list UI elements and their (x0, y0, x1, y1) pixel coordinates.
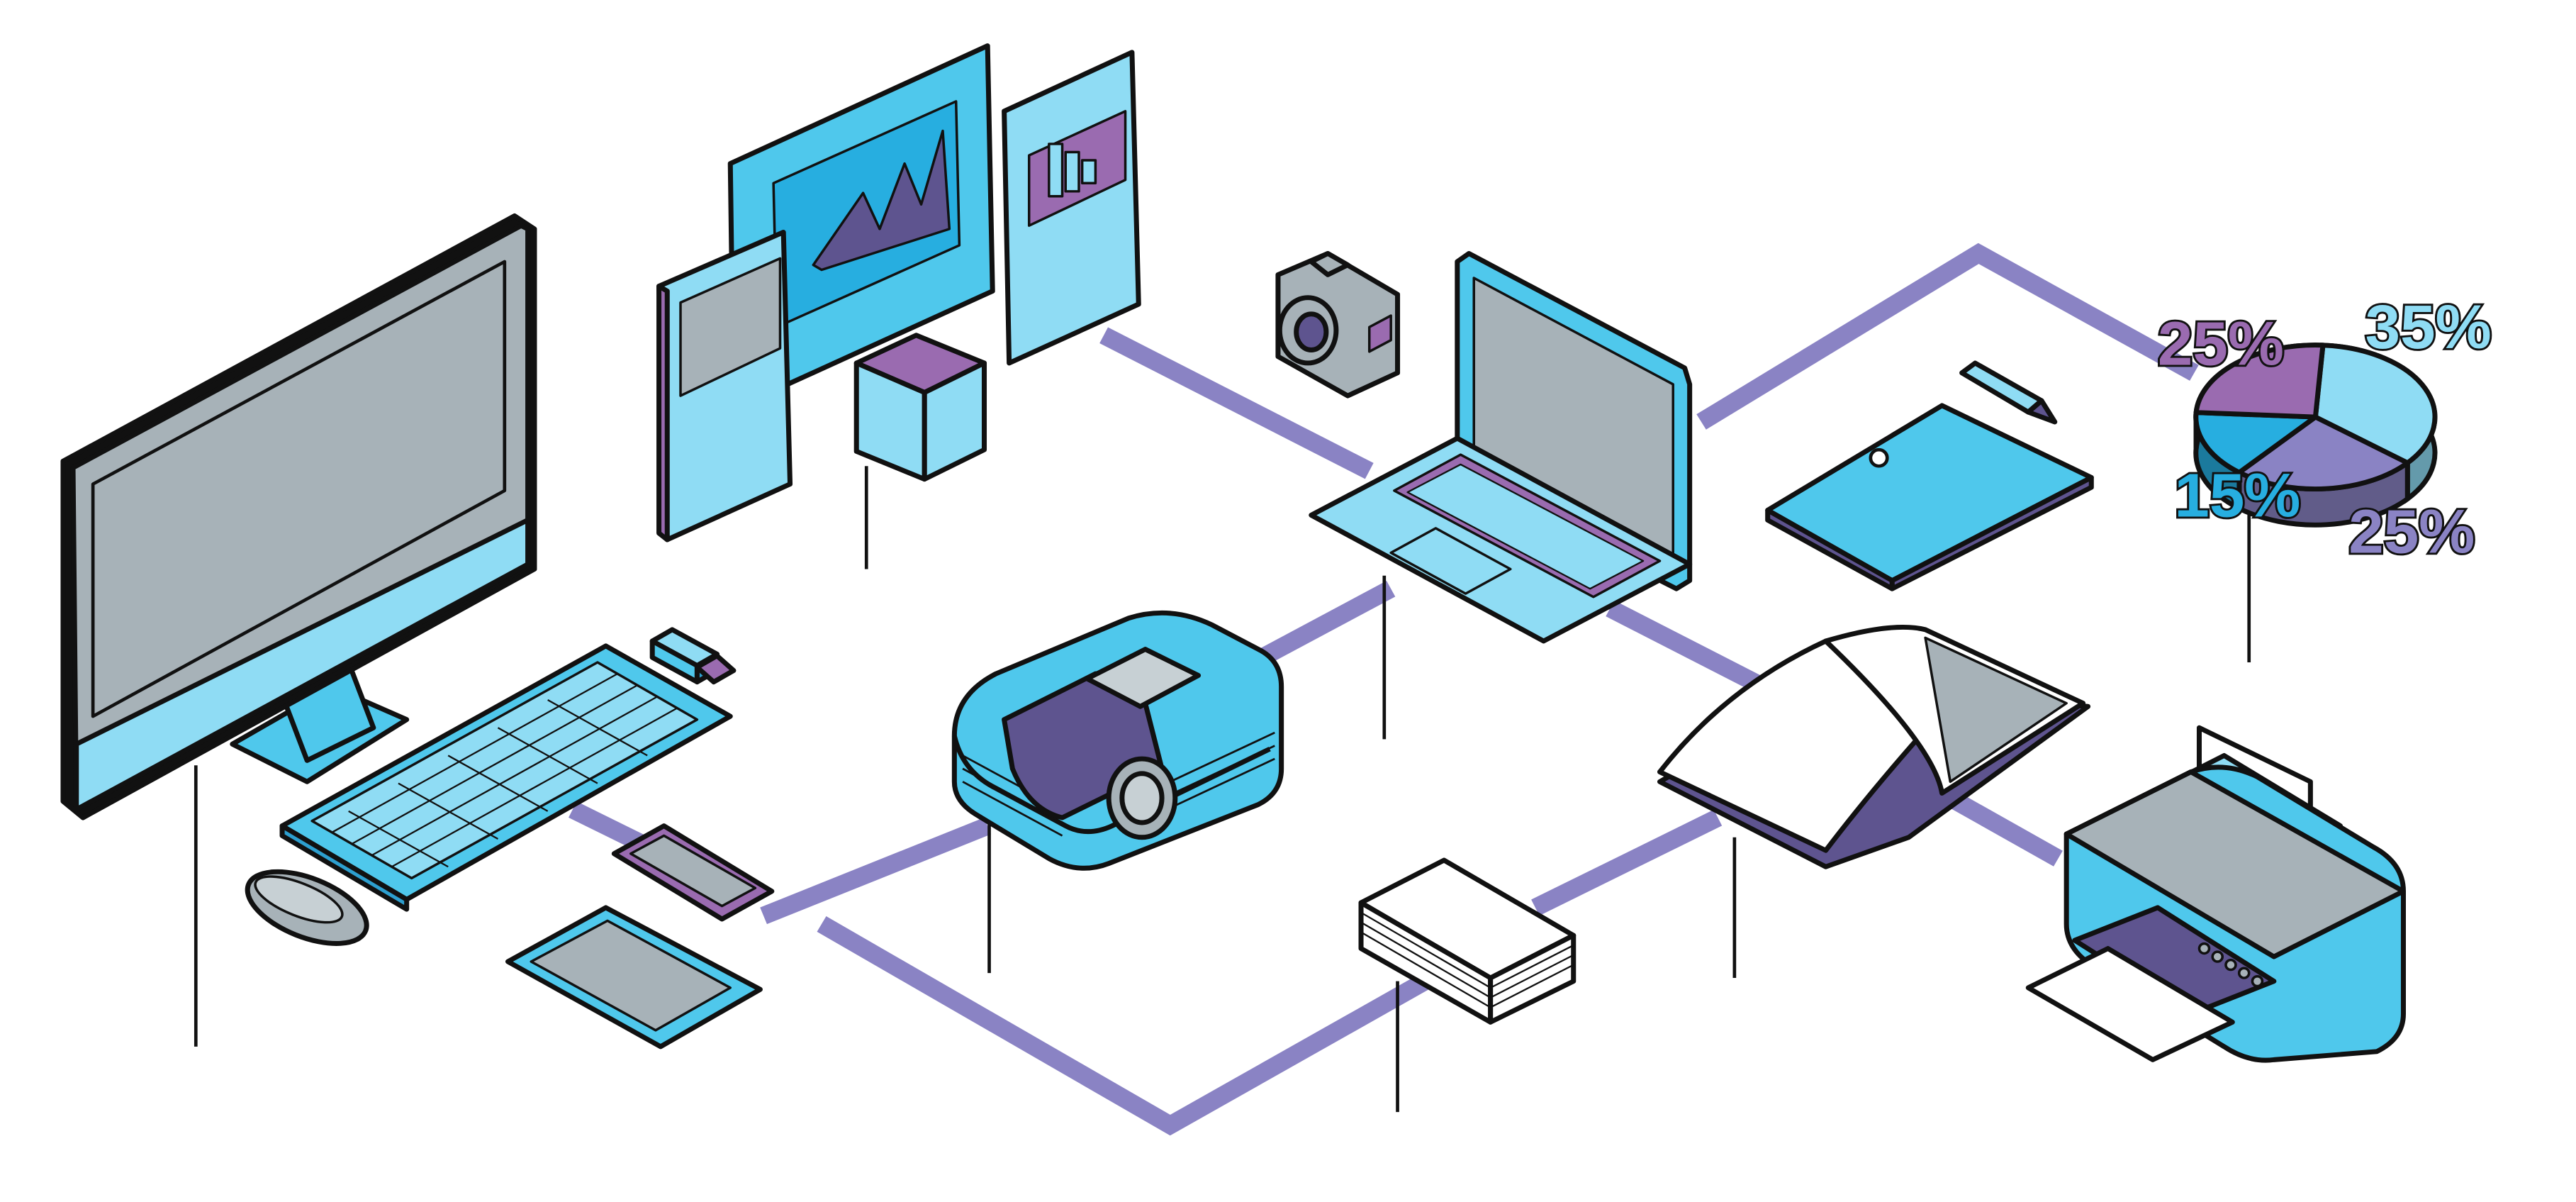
pie-slice-0 (2312, 343, 2438, 466)
pie-slice-2 (2193, 410, 2318, 475)
connector-book-to-printer (1937, 785, 2063, 867)
pie-label-25-top: 25% (2158, 308, 2284, 378)
smartphone-icon (611, 823, 775, 922)
connector-lower-loop (817, 916, 1435, 1136)
connector-projector-to-laptop (1248, 581, 1396, 671)
printer-icon (2025, 725, 2406, 1063)
pie-slice-1 (2236, 414, 2410, 491)
pie-slice-3 (2193, 343, 2326, 420)
keyboard-icon (279, 643, 733, 912)
usb-drive-icon (649, 627, 737, 685)
pie-chart-labels: 35% 25% 15% 25% (2156, 290, 2494, 568)
connector-lines (569, 243, 2199, 1136)
tablet-icon (505, 905, 763, 1050)
notebook-icon (1765, 360, 2094, 591)
mouse-icon (245, 869, 369, 946)
book-icon (1657, 625, 2091, 869)
paper-stack-icon (1358, 857, 1577, 1025)
connector-paper-to-book (1531, 809, 1723, 916)
laptop-icon (1309, 250, 1693, 644)
connector-laptop-to-pie (1696, 243, 2199, 430)
pie-chart-icon: 35% 25% 15% 25% (2156, 290, 2494, 568)
connector-tablet-to-projector (760, 817, 992, 925)
presentation-display-icon (656, 43, 1141, 542)
connector-laptop-to-display (1099, 327, 1374, 479)
pie-label-15: 15% (2174, 460, 2300, 530)
pie-label-35: 35% (2365, 292, 2492, 362)
camera-icon (1275, 250, 1401, 399)
pie-chart-top (2193, 343, 2438, 491)
pie-label-25-bottom: 25% (2348, 496, 2475, 566)
leader-lines (194, 466, 2251, 1113)
projector-icon (951, 610, 1284, 871)
monitor-icon (60, 213, 537, 820)
connector-laptop-to-book (1606, 600, 1784, 703)
